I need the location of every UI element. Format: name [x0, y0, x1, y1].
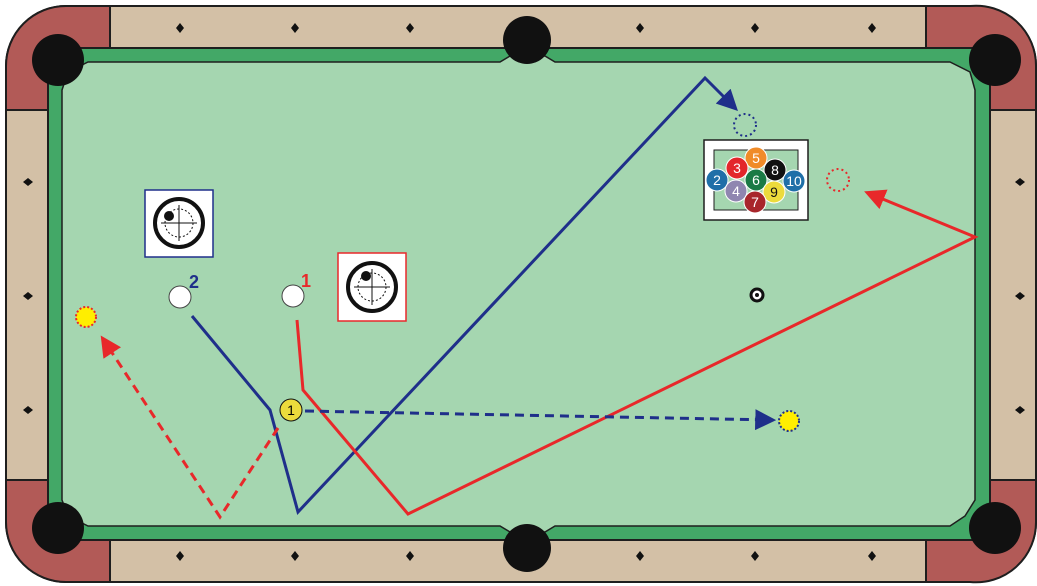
rack-ball-9: 9	[763, 181, 785, 203]
shot-1-tip-position-icon	[338, 253, 406, 321]
rack-ball-label: 9	[770, 184, 778, 200]
rack-ball-2: 2	[706, 169, 728, 191]
rack-ball-5: 5	[745, 147, 767, 169]
rack-ball-label: 6	[752, 172, 760, 188]
rack-ball-3: 3	[726, 157, 748, 179]
object-ball-label: 1	[287, 402, 295, 418]
ghost-ball-left	[76, 307, 96, 327]
cue-ball-position-2	[169, 286, 191, 308]
shot-1-number: 1	[301, 271, 311, 291]
object-ball-1: 1	[280, 399, 302, 421]
rack-ball-4: 4	[725, 180, 747, 202]
rack-ball-7: 7	[744, 191, 766, 213]
rack-ball-label: 2	[713, 172, 721, 188]
rack-ball-label: 4	[732, 183, 740, 199]
rack-ball-label: 7	[751, 194, 759, 210]
shot-2-tip-position-icon	[145, 190, 213, 257]
rack-ball-label: 10	[786, 173, 802, 189]
shot-2-number: 2	[189, 272, 199, 292]
rack-ball-10: 10	[783, 170, 805, 192]
rack-ball-label: 8	[771, 162, 779, 178]
rack-ball-label: 5	[752, 150, 760, 166]
ghost-ball-right	[779, 411, 799, 431]
rack-ball-label: 3	[733, 160, 741, 176]
rack-ball-8: 8	[764, 159, 786, 181]
